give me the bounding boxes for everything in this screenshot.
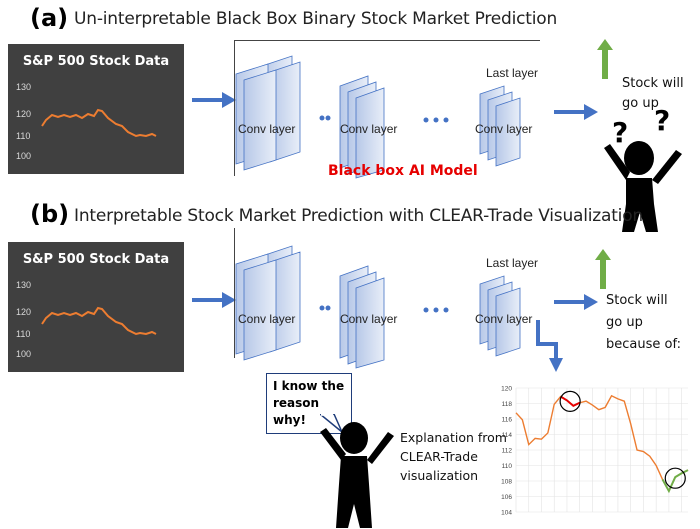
thumbnail-b-ytick: 130 [16, 280, 31, 290]
y-tick-label: 116 [502, 417, 513, 424]
y-tick-label: 110 [502, 463, 513, 470]
red-highlight-segment [560, 395, 581, 408]
up-arrow-a [597, 39, 613, 79]
confused-person-icon [604, 141, 682, 232]
conv-stacks-a [235, 55, 521, 179]
y-tick-label: 104 [501, 510, 512, 517]
arrow-to-prediction-a [554, 104, 598, 120]
conv-layer-label-2-a: Conv layer [340, 122, 398, 136]
explanation-line-2: CLEAR-Trade [400, 449, 478, 464]
conv-layer-2-a [339, 75, 385, 179]
y-tick-label: 112 [502, 448, 513, 455]
thumbnail-a-ytick: 110 [16, 131, 30, 141]
last-layer-label-b: Last layer [486, 256, 539, 270]
section-b-title: Interpretable Stock Market Prediction wi… [74, 206, 643, 226]
thumbnail-b-ytick: 120 [16, 307, 31, 317]
highlight-circle [559, 390, 581, 412]
thumbnail-a-plot: 130 120 110 100 [16, 82, 157, 161]
arrow-to-prediction-b [554, 294, 598, 310]
speech-bubble-tail [320, 414, 343, 433]
speech-bubble: I know the reason why! [266, 373, 352, 434]
thumbnail-a-ytick: 120 [16, 109, 31, 119]
thumbnail-a-title: S&P 500 Stock Data [22, 54, 170, 69]
thumbnail-b-plot: 130 120 110 100 [16, 280, 157, 359]
y-tick-label: 120 [501, 386, 512, 393]
conv-layer-label-last-b: Conv layer [475, 312, 533, 326]
stock-price-line [515, 394, 689, 493]
thumbnail-b-stock-line [41, 306, 157, 336]
conv-layer-label-1-b: Conv layer [238, 312, 296, 326]
conv-stacks-b [235, 245, 521, 369]
thumbnail-b-ytick: 110 [16, 329, 30, 339]
conv-layer-label-2-b: Conv layer [340, 312, 398, 326]
conv-layer-1-b [235, 245, 301, 361]
clear-trade-chart: 104 106 108 110 112 114 116 118 120 [501, 386, 689, 517]
bubble-line-2: reason why! [273, 396, 320, 427]
conv-layer-last-b [479, 275, 521, 357]
explanation-line-3: visualization [400, 468, 479, 483]
conv-layer-label-1-a: Conv layer [238, 122, 296, 136]
thumbnail-a-stock-line [41, 108, 157, 138]
prediction-text-a: Stock will go up [622, 74, 684, 114]
y-tick-label: 118 [502, 401, 513, 408]
y-tick-label: 114 [502, 432, 513, 439]
conv-layer-label-last-a: Conv layer [475, 122, 533, 136]
bubble-line-1: I know the [273, 379, 345, 393]
prediction-line-2-b: go up [606, 315, 643, 330]
thumbnail-a-ytick: 130 [16, 82, 31, 92]
prediction-line-3-b: because of: [606, 337, 681, 352]
y-tick-label: 108 [501, 479, 512, 486]
last-layer-label-a: Last layer [486, 66, 539, 80]
highlight-circle [664, 467, 686, 489]
up-arrow-b [595, 249, 611, 289]
sp500-thumbnail-a: S&P 500 Stock Data 130 120 110 100 [8, 44, 184, 174]
thumbnail-a-ytick: 100 [16, 151, 31, 161]
prediction-text-b: Stock will go up because of: [606, 290, 681, 356]
question-mark-1: ? [612, 116, 629, 149]
section-b-letter: (b) [30, 200, 70, 228]
prediction-line-1-a: Stock will [622, 76, 684, 91]
y-tick-label: 106 [501, 494, 512, 501]
question-mark-2: ? [654, 104, 671, 137]
section-a-title: Un-interpretable Black Box Binary Stock … [74, 9, 558, 29]
understanding-person-icon [320, 422, 394, 528]
arrow-to-model-b [192, 292, 236, 308]
conv-layer-last-a [479, 85, 521, 167]
conv-layer-2-b [339, 265, 385, 369]
thumbnail-b-title: S&P 500 Stock Data [22, 252, 170, 267]
model-a-top-border [234, 40, 540, 41]
model-b-left-border [234, 228, 235, 358]
model-a-left-border [234, 40, 235, 176]
thumbnail-b-ytick: 100 [16, 349, 31, 359]
explanation-line-1: Explanation from [400, 430, 507, 445]
prediction-line-2-a: go up [622, 96, 659, 111]
conv-layer-1-a [235, 55, 301, 171]
prediction-line-1-b: Stock will [606, 293, 668, 308]
section-a-letter: (a) [30, 4, 69, 32]
elbow-arrow-to-explanation [536, 320, 563, 372]
black-box-label: Black box AI Model [328, 163, 478, 179]
sp500-thumbnail-b: S&P 500 Stock Data 130 120 110 100 [8, 242, 184, 372]
arrow-to-model-a [192, 92, 236, 108]
explanation-text: Explanation from CLEAR-Trade visualizati… [400, 428, 507, 485]
